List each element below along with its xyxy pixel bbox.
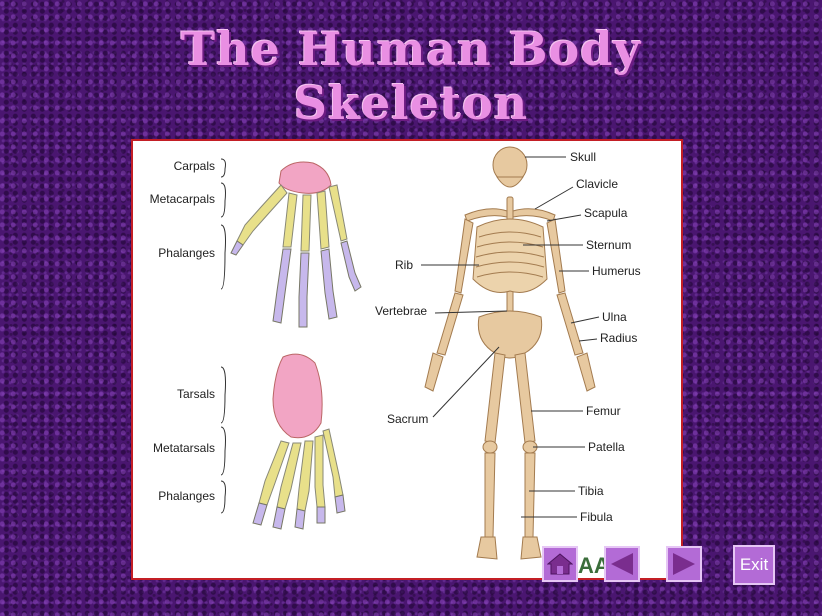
arrow-right-icon — [673, 553, 695, 575]
title-line-2: Skeleton — [293, 76, 529, 130]
label-radius: Radius — [600, 331, 637, 345]
title-line-1: The Human Body — [180, 22, 642, 76]
label-carpals: Carpals — [174, 159, 215, 173]
label-metatarsals: Metatarsals — [153, 441, 215, 455]
label-tibia: Tibia — [578, 484, 604, 498]
label-skull: Skull — [570, 150, 596, 164]
home-icon — [547, 553, 573, 575]
skeleton-diagram: Carpals Metacarpals Phalanges Tarsals Me… — [150, 146, 641, 560]
label-femur: Femur — [586, 404, 621, 418]
home-button[interactable] — [542, 546, 578, 582]
label-foot-phalanges: Phalanges — [158, 489, 215, 503]
label-patella: Patella — [588, 440, 625, 454]
forward-button[interactable] — [666, 546, 702, 582]
label-vertebrae: Vertebrae — [375, 304, 427, 318]
label-ulna: Ulna — [602, 310, 627, 324]
foot-illustration — [252, 353, 346, 530]
label-hand-phalanges: Phalanges — [158, 246, 215, 260]
skeleton-diagram-panel: Carpals Metacarpals Phalanges Tarsals Me… — [131, 139, 683, 580]
full-skeleton-illustration — [424, 146, 596, 560]
hand-braces — [220, 158, 226, 290]
hand-illustration — [230, 161, 362, 328]
label-clavicle: Clavicle — [576, 177, 618, 191]
label-humerus: Humerus — [592, 264, 641, 278]
label-fibula: Fibula — [580, 510, 613, 524]
arrow-left-icon — [611, 553, 633, 575]
label-metacarpals: Metacarpals — [150, 192, 215, 206]
foot-braces — [220, 366, 226, 514]
label-sacrum: Sacrum — [387, 412, 428, 426]
skeleton-leader-lines — [421, 156, 600, 518]
label-sternum: Sternum — [586, 238, 631, 252]
label-scapula: Scapula — [584, 206, 628, 220]
back-button[interactable] — [604, 546, 640, 582]
label-rib: Rib — [395, 258, 413, 272]
label-tarsals: Tarsals — [177, 387, 215, 401]
page-title: The Human Body Skeleton — [0, 22, 822, 130]
exit-button[interactable]: Exit — [733, 545, 775, 585]
